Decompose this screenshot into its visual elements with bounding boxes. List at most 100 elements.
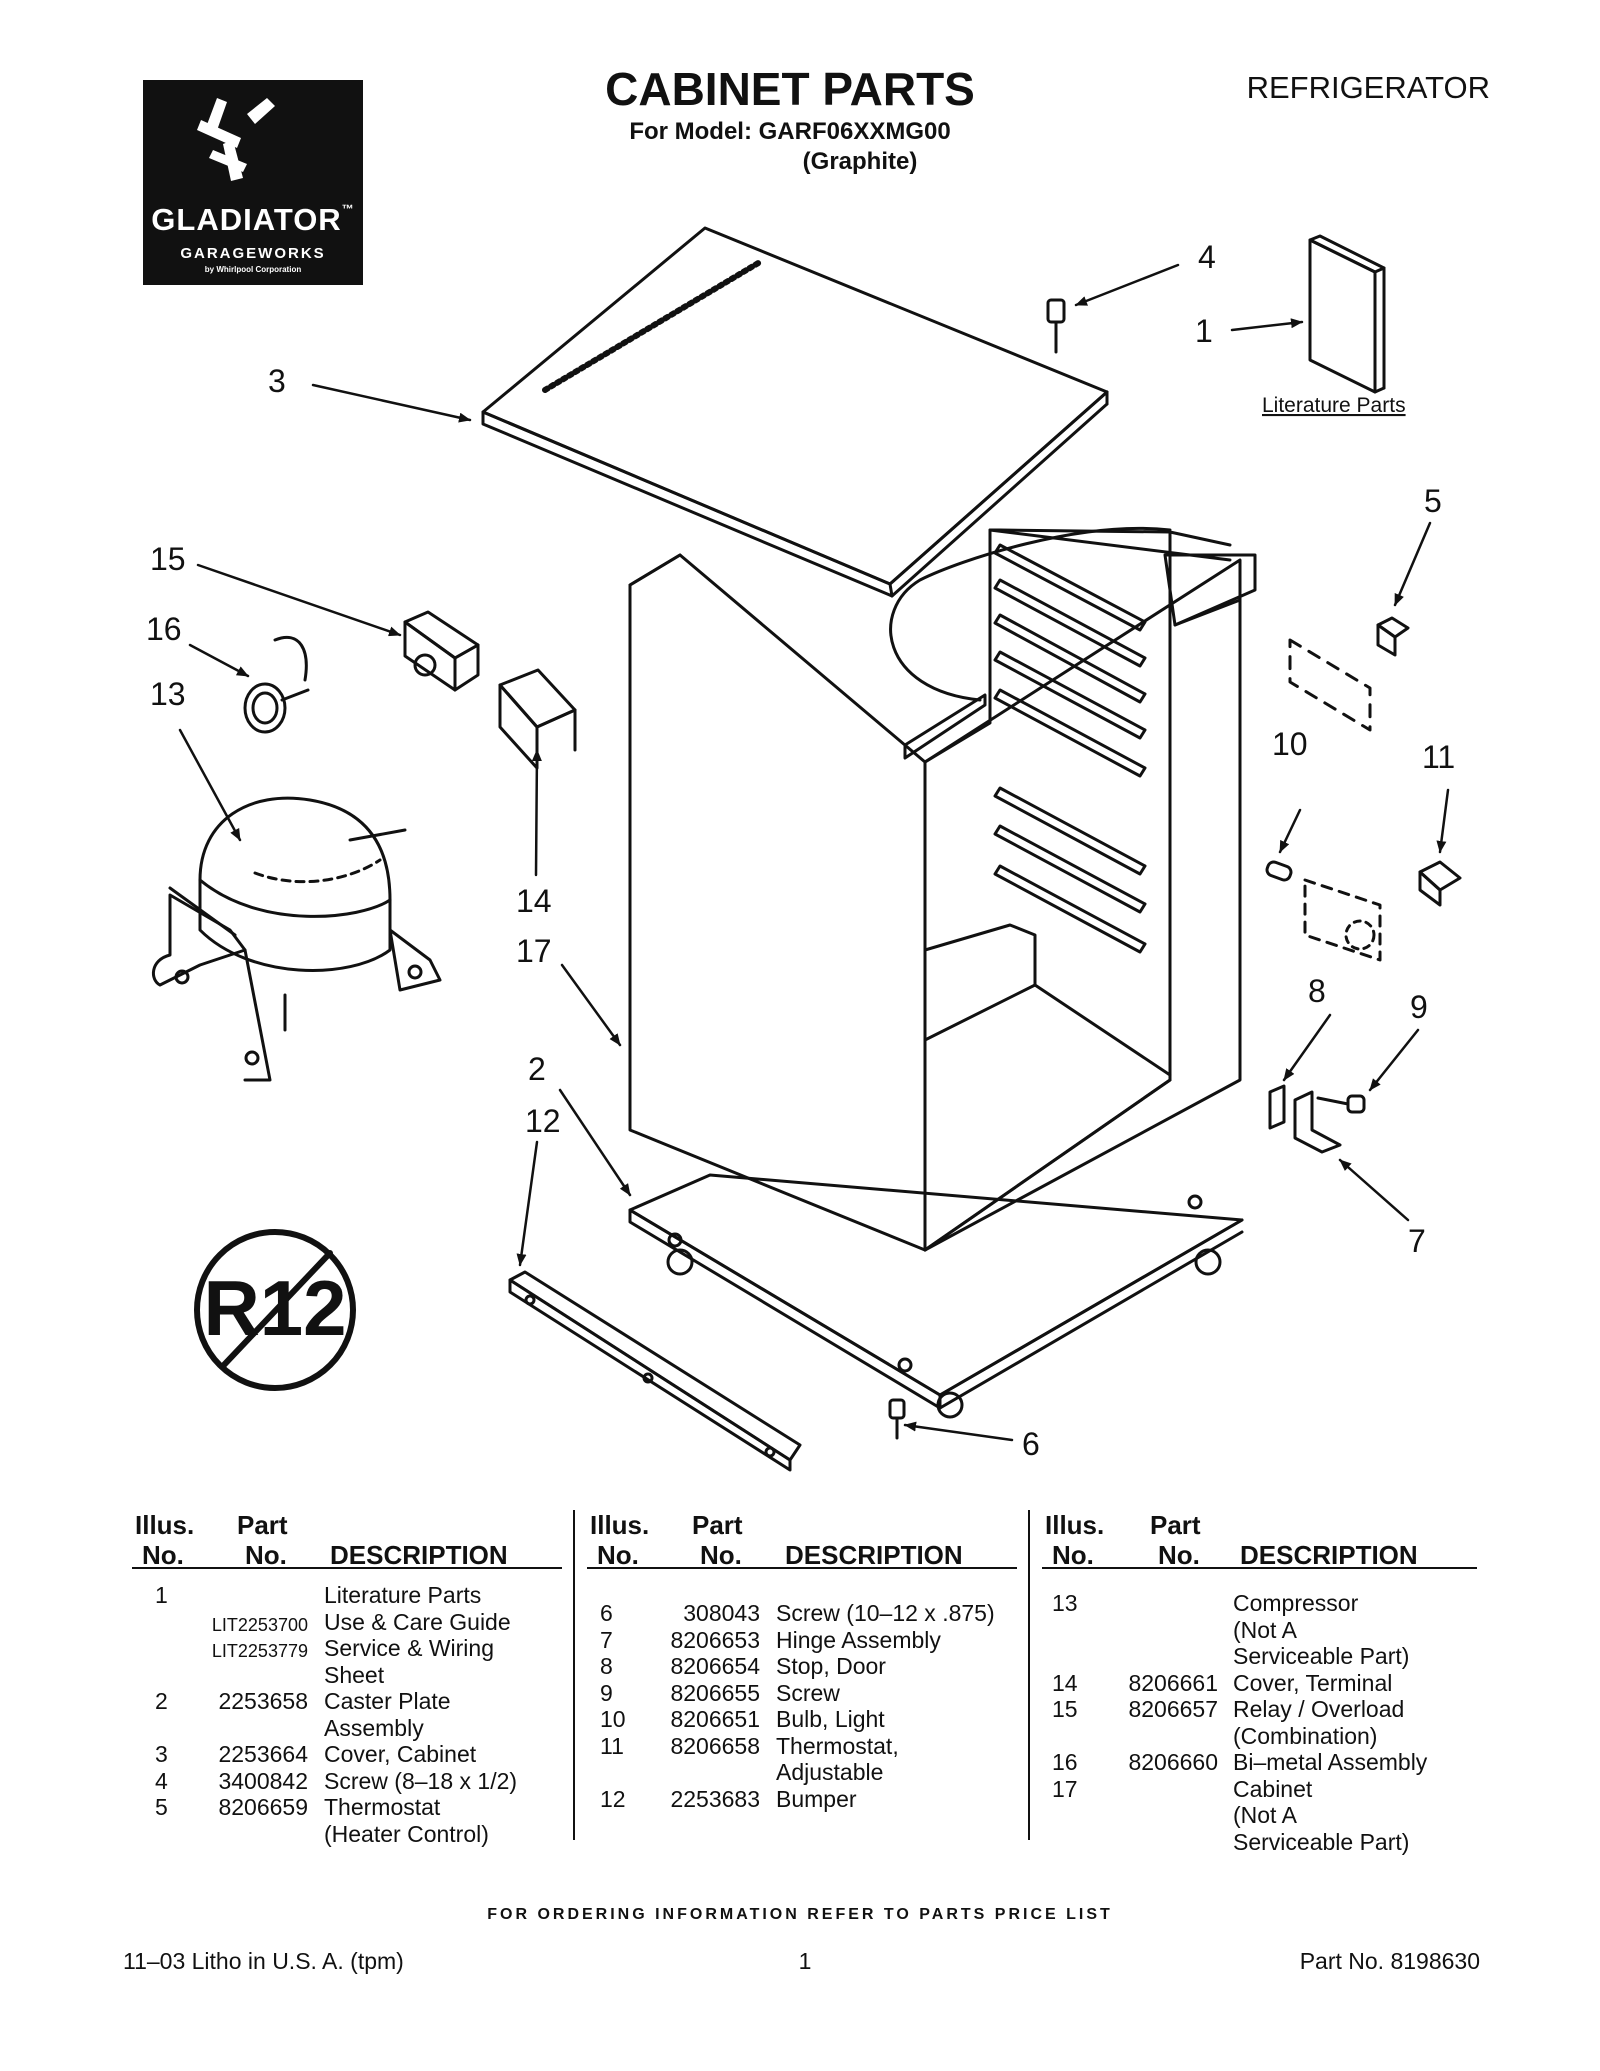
- gladiator-logo: GLADIATOR™ GARAGEWORKS by Whirlpool Corp…: [143, 80, 363, 285]
- col2-illus-header: Illus.: [590, 1510, 650, 1540]
- literature-booklet-part: [1308, 234, 1386, 394]
- callout-13: 13: [150, 676, 186, 712]
- cover-screw-part: [1046, 298, 1066, 354]
- parts-cell-illus: 5: [155, 1794, 168, 1820]
- logo-byline: by Whirlpool Corporation: [204, 265, 302, 274]
- parts-cell-illus: 2: [155, 1688, 168, 1714]
- parts-cell-part: 8206653: [670, 1626, 760, 1653]
- parts-cell-illus: 13: [1052, 1590, 1078, 1616]
- page-number: 1: [798, 1948, 812, 1974]
- column-divider: [573, 1510, 575, 1840]
- parts-cell-desc: Stop, Door: [776, 1653, 886, 1679]
- parts-cell-desc: (Combination): [1233, 1722, 1378, 1749]
- parts-cell-illus: 16: [1052, 1749, 1078, 1775]
- callout-7: 7: [1408, 1223, 1426, 1259]
- callout-11: 11: [1422, 739, 1455, 775]
- gladiator-emblem-icon: [197, 98, 275, 181]
- parts-cell-illus: 15: [1052, 1696, 1078, 1722]
- callout-9: 9: [1410, 989, 1428, 1025]
- callout-3: 3: [268, 363, 286, 399]
- col2-part-header: Part: [692, 1510, 743, 1540]
- logo-tm: ™: [341, 202, 355, 216]
- parts-cell-part: 8206657: [1128, 1696, 1218, 1722]
- hinge-assembly-part: [1293, 1090, 1342, 1154]
- literature-caption: Literature Parts: [1262, 394, 1406, 417]
- parts-cell-desc: Compressor: [1233, 1590, 1359, 1616]
- col1-illus-header: Illus.: [135, 1510, 195, 1540]
- parts-cell-illus: 10: [600, 1706, 626, 1732]
- parts-cell-part: 308043: [683, 1600, 760, 1626]
- caster-screw-part: [888, 1398, 906, 1440]
- parts-cell-part: 8206660: [1128, 1749, 1218, 1775]
- document-part-number: Part No. 8198630: [1299, 1948, 1480, 1974]
- callout-17: 17: [516, 933, 552, 969]
- col1-description-header: DESCRIPTION: [330, 1540, 508, 1570]
- parts-cell-illus: 7: [600, 1626, 613, 1653]
- parts-cell-desc: Screw: [776, 1679, 840, 1706]
- cabinet-body-part: [628, 526, 1257, 1252]
- parts-cell-desc: Serviceable Part): [1233, 1643, 1410, 1669]
- parts-cell-desc: (Not A: [1233, 1616, 1297, 1643]
- parts-cell-part: 8206659: [218, 1794, 308, 1820]
- parts-cell-desc: Bi–metal Assembly: [1233, 1749, 1428, 1775]
- col3-part-header: Part: [1150, 1510, 1201, 1540]
- bumper-part: [508, 1270, 802, 1472]
- callout-15: 15: [150, 541, 186, 577]
- callout-5: 5: [1424, 483, 1442, 519]
- door-stop-part: [1268, 1084, 1286, 1130]
- callout-16: 16: [146, 611, 182, 647]
- col3-part-no-header: No.: [1158, 1540, 1200, 1570]
- parts-cell-desc: Serviceable Part): [1233, 1828, 1410, 1855]
- model-line: For Model: GARF06XXMG00: [629, 118, 951, 145]
- callout-12: 12: [525, 1103, 561, 1139]
- parts-cell-desc: Sheet: [324, 1661, 385, 1688]
- col1-illus-no-header: No.: [142, 1540, 184, 1570]
- appliance-category: REFRIGERATOR: [1246, 70, 1490, 105]
- parts-cell-part: 2253683: [670, 1785, 760, 1812]
- parts-cell-desc: Caster Plate: [324, 1688, 451, 1714]
- callout-8: 8: [1308, 973, 1326, 1009]
- parts-cell-illus: 6: [600, 1600, 613, 1626]
- parts-cell-desc: (Heater Control): [324, 1820, 489, 1847]
- leader-lines: [178, 263, 1450, 1442]
- column-divider: [1028, 1510, 1030, 1840]
- exploded-parts-diagram: R12 4 1 3 5 15 16 13 10 11 14: [146, 226, 1462, 1472]
- callout-1: 1: [1195, 313, 1213, 349]
- col1-header-rule: [132, 1567, 562, 1569]
- parts-cell-part: 8206651: [670, 1706, 760, 1732]
- parts-cell-illus: 17: [1052, 1775, 1078, 1802]
- r12-label: R12: [203, 1264, 346, 1352]
- bimetal-assembly-part: [243, 636, 310, 734]
- col3-illus-header: Illus.: [1045, 1510, 1105, 1540]
- heater-thermostat-part: [1288, 616, 1410, 732]
- parts-cell-desc: Bulb, Light: [776, 1706, 885, 1732]
- col2-part-no-header: No.: [700, 1540, 742, 1570]
- parts-cell-illus: 12: [600, 1785, 626, 1812]
- parts-cell-desc: Literature Parts: [324, 1582, 482, 1608]
- col3-header-rule: [1042, 1567, 1477, 1569]
- parts-cell-desc: Thermostat,: [776, 1732, 899, 1759]
- parts-cell-part: 3400842: [218, 1767, 308, 1794]
- callout-10: 10: [1272, 726, 1308, 762]
- parts-cell-illus: 8: [600, 1653, 613, 1679]
- cabinet-cover-part: [481, 226, 1109, 598]
- model-variant: (Graphite): [802, 148, 918, 175]
- logo-brand: GLADIATOR: [151, 202, 342, 237]
- parts-cell-illus: 1: [155, 1582, 168, 1608]
- parts-cell-desc: Bumper: [776, 1785, 857, 1812]
- parts-cell-part: 2253664: [218, 1741, 308, 1767]
- col1-part-no-header: No.: [245, 1540, 287, 1570]
- parts-cell-desc: Screw (8–18 x 1/2): [324, 1767, 518, 1794]
- ordering-note: FOR ORDERING INFORMATION REFER TO PARTS …: [487, 1906, 1113, 1923]
- compressor-part: [151, 796, 442, 1082]
- parts-cell-desc: Cabinet: [1233, 1775, 1313, 1802]
- parts-cell-desc: Cover, Terminal: [1233, 1669, 1393, 1696]
- col2-description-header: DESCRIPTION: [785, 1540, 963, 1570]
- callout-4: 4: [1198, 239, 1216, 275]
- parts-cell-desc: Relay / Overload: [1233, 1696, 1405, 1722]
- callout-14: 14: [516, 883, 552, 919]
- parts-cell-desc: Assembly: [324, 1714, 424, 1741]
- parts-cell-part: 8206654: [670, 1653, 760, 1679]
- logo-sub: GARAGEWORKS: [180, 245, 326, 262]
- light-bulb-part: [1265, 860, 1293, 882]
